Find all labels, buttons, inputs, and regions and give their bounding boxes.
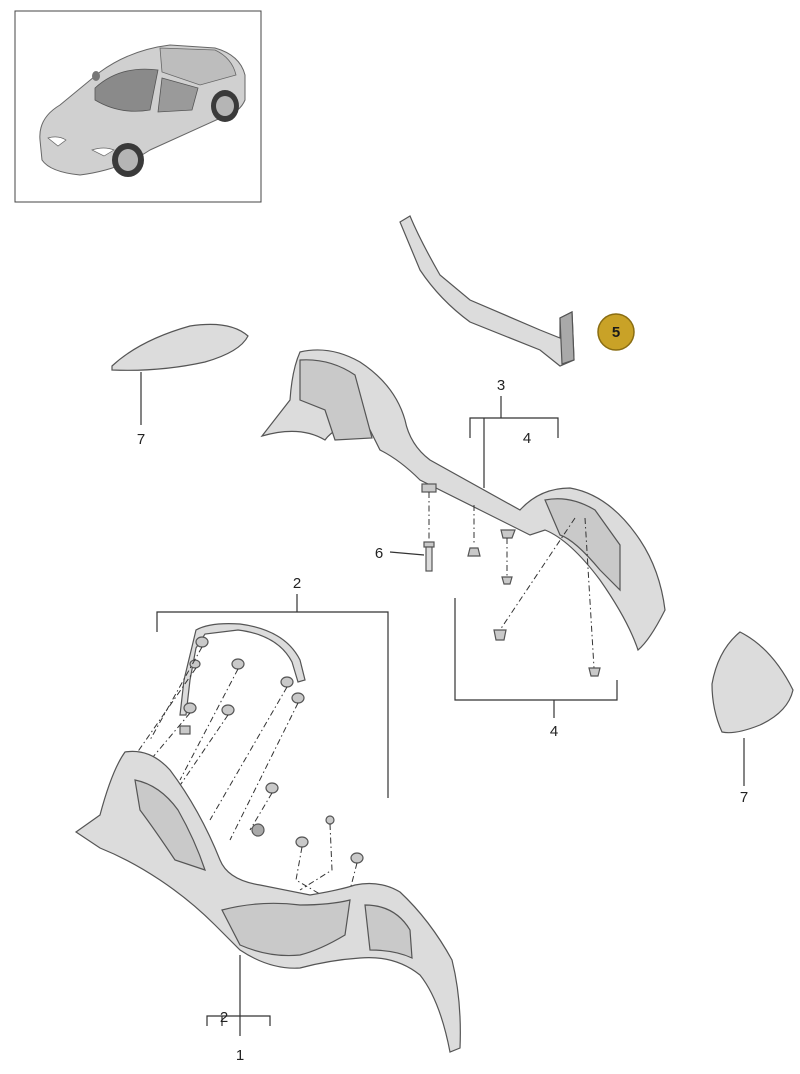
- part-1-lower-frame[interactable]: [74, 750, 461, 1053]
- part-2-seal-and-clips[interactable]: [131, 623, 364, 911]
- part-6-bolt[interactable]: [423, 541, 435, 572]
- clip-group: [179, 636, 364, 864]
- label-part-5: 5: [612, 324, 620, 341]
- highlight-badge-part-5[interactable]: 5: [597, 313, 635, 351]
- label-part-7-left: 7: [137, 431, 145, 448]
- car-icon: [39, 44, 246, 177]
- label-part-6: 6: [375, 545, 383, 562]
- part-7-right-cover[interactable]: [711, 631, 794, 734]
- vehicle-overview-thumbnail[interactable]: [14, 10, 262, 203]
- label-part-7-right: 7: [740, 789, 748, 806]
- part-3-upper-frame[interactable]: [260, 349, 666, 652]
- part-3-fasteners[interactable]: [421, 483, 601, 677]
- part-5-trim-strip[interactable]: [399, 215, 575, 367]
- label-part-4-top: 4: [523, 430, 531, 447]
- label-part-3: 3: [497, 377, 505, 394]
- label-part-1: 1: [236, 1047, 244, 1064]
- label-part-2-main: 2: [293, 575, 301, 592]
- part-7-left-cover[interactable]: [111, 323, 249, 371]
- label-part-4-bottom: 4: [550, 723, 558, 740]
- label-part-2-bottom: 2: [220, 1009, 228, 1026]
- leader-lines: [140, 372, 745, 1036]
